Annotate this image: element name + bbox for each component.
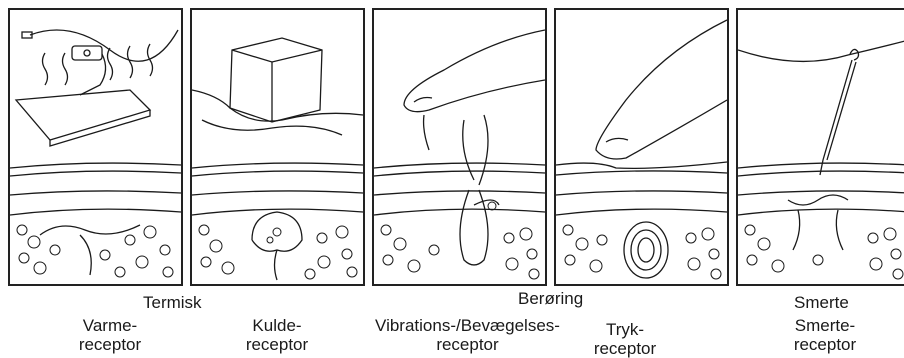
category-touch: Berøring <box>518 289 583 309</box>
heat-pad-icon <box>10 10 181 284</box>
panel-pain-receptor <box>736 8 904 286</box>
label-vibration-receptor: Vibrations-/Bevægelses-receptor <box>355 316 580 354</box>
finger-press-icon <box>556 10 727 284</box>
category-thermal: Termisk <box>143 293 202 313</box>
label-cold-receptor: Kulde-receptor <box>222 316 332 354</box>
label-pain-receptor: Smerte-receptor <box>770 316 880 354</box>
finger-stroke-icon <box>374 10 545 284</box>
ice-cube-icon <box>192 10 363 284</box>
needle-icon <box>738 10 904 284</box>
panel-heat-receptor <box>8 8 183 286</box>
panel-cold-receptor <box>190 8 365 286</box>
category-pain: Smerte <box>794 293 849 313</box>
label-heat-receptor: Varme-receptor <box>55 316 165 354</box>
panel-vibration-receptor <box>372 8 547 286</box>
label-pressure-receptor: Tryk-receptor <box>575 320 675 358</box>
panel-pressure-receptor <box>554 8 729 286</box>
